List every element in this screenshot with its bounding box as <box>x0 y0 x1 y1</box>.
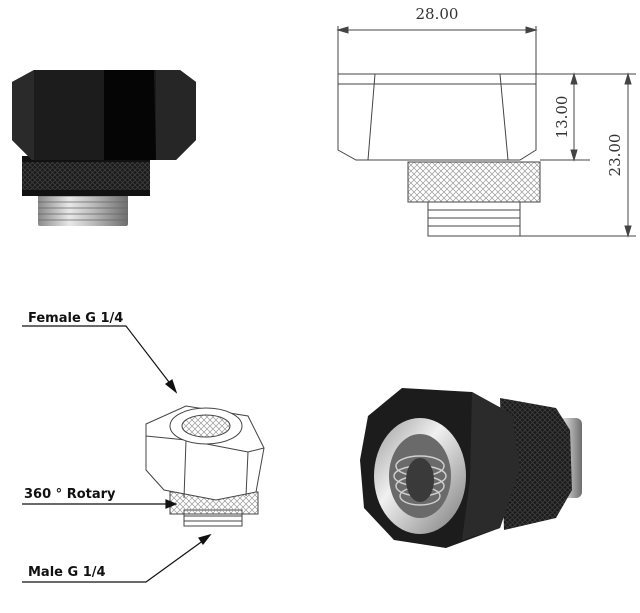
dimension-width: 28.00 <box>416 5 459 23</box>
photo-three-quarter-view <box>360 388 582 548</box>
rotary-ring <box>22 156 150 196</box>
callout-leaders <box>22 325 212 583</box>
callout-rotary: 360 ° Rotary <box>24 487 116 502</box>
dimension-body-height: 13.00 <box>553 96 571 139</box>
callout-male-thread: Male G 1/4 <box>28 565 106 580</box>
rear-rotary-ring <box>500 398 572 530</box>
photo-side-view <box>12 70 196 226</box>
dimension-total-height: 23.00 <box>606 134 624 177</box>
annotated-line-drawing <box>145 405 265 527</box>
technical-drawing <box>336 26 636 238</box>
callout-female-thread: Female G 1/4 <box>28 311 123 326</box>
